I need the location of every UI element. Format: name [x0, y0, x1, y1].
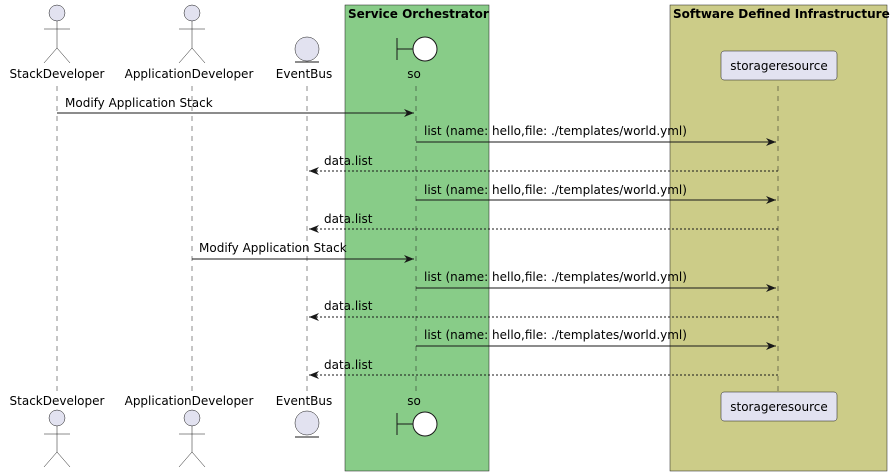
entity-icon: [294, 410, 320, 436]
message-2: list (name: hello,file: ./templates/worl…: [416, 124, 776, 146]
entity-icon: [294, 36, 320, 62]
message-8: data.list: [309, 299, 778, 321]
message-label: data.list: [324, 358, 373, 372]
message-label: list (name: hello,file: ./templates/worl…: [424, 183, 687, 197]
message-5: data.list: [309, 212, 778, 233]
boundary-so-top: so: [396, 36, 438, 81]
boundary-icon: [412, 36, 438, 62]
entity-eventbus-bottom: EventBus: [276, 394, 332, 438]
boundary-icon: [412, 411, 438, 437]
actor-icon: [43, 4, 71, 64]
participant-box: [720, 391, 838, 422]
participant-label: storageresource: [730, 400, 828, 414]
participant-label: storageresource: [730, 59, 828, 73]
participant-storageresource-top: storageresource: [720, 50, 838, 81]
participant-label: StackDeveloper: [10, 67, 105, 81]
participant-storageresource-bottom: storageresource: [720, 391, 838, 422]
message-label: list (name: hello,file: ./templates/worl…: [424, 328, 687, 342]
participant-label: so: [407, 67, 421, 81]
actor-icon: [178, 4, 206, 64]
message-label: list (name: hello,file: ./templates/worl…: [424, 124, 687, 138]
actor-stackdeveloper-bottom: StackDeveloper: [10, 394, 105, 468]
message-label: list (name: hello,file: ./templates/worl…: [424, 270, 687, 284]
participant-label: EventBus: [276, 394, 332, 408]
actor-icon: [43, 409, 71, 468]
message-10: data.list: [309, 358, 778, 379]
actor-applicationdeveloper-top: ApplicationDeveloper: [125, 4, 254, 81]
boundary-so-bottom: so: [396, 394, 438, 437]
participant-label: StackDeveloper: [10, 394, 105, 408]
participant-box: [720, 50, 838, 81]
message-6: Modify Application Stack: [192, 241, 414, 263]
box-software-defined-infrastructure-title: Software Defined Infrastructure: [673, 7, 890, 21]
message-4: list (name: hello,file: ./templates/worl…: [416, 183, 776, 204]
participant-label: ApplicationDeveloper: [125, 67, 254, 81]
message-label: Modify Application Stack: [199, 241, 347, 255]
participant-label: ApplicationDeveloper: [125, 394, 254, 408]
message-3: data.list: [309, 154, 778, 175]
participant-label: so: [407, 394, 421, 408]
message-9: list (name: hello,file: ./templates/worl…: [416, 328, 776, 350]
actor-stackdeveloper-top: StackDeveloper: [10, 4, 105, 81]
message-label: Modify Application Stack: [65, 96, 213, 110]
message-label: data.list: [324, 212, 373, 226]
participant-label: EventBus: [276, 67, 332, 81]
message-label: data.list: [324, 154, 373, 168]
message-7: list (name: hello,file: ./templates/worl…: [416, 270, 776, 292]
box-service-orchestrator-title: Service Orchestrator: [348, 7, 489, 21]
actor-icon: [178, 409, 206, 468]
entity-eventbus-top: EventBus: [276, 36, 332, 81]
lifelines: [56, 86, 779, 392]
actor-applicationdeveloper-bottom: ApplicationDeveloper: [125, 394, 254, 468]
box-service-orchestrator-bg: [344, 4, 490, 472]
box-service-orchestrator: Service Orchestrator: [344, 4, 490, 472]
message-label: data.list: [324, 299, 373, 313]
message-1: Modify Application Stack: [57, 96, 414, 117]
